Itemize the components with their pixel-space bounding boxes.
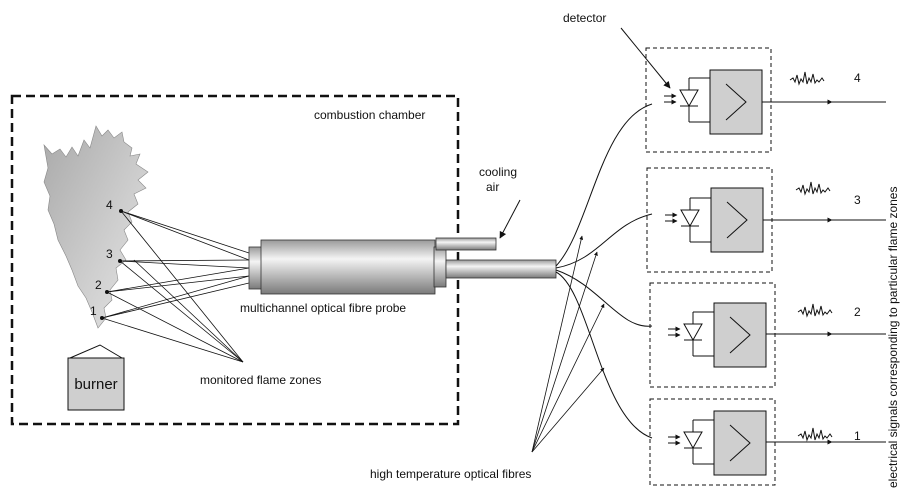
channel-label-1: 1: [854, 429, 861, 443]
viewing-lines: [101, 210, 250, 319]
flame: [43, 125, 149, 329]
cooling-air-arrow: [499, 199, 521, 239]
zone-label-2: 2: [95, 278, 102, 292]
cooling-air-label-line2: air: [486, 180, 499, 194]
cooling-air-inlet: [435, 237, 497, 251]
detector-channel-3: [646, 167, 886, 273]
zone-label-3: 3: [106, 247, 113, 261]
burner-label: burner: [74, 376, 117, 393]
signals-label: electrical signals corresponding to part…: [886, 187, 900, 488]
monitored-zones-label: monitored flame zones: [200, 373, 321, 387]
channel-label-4: 4: [854, 71, 861, 85]
optical-fibres: [555, 103, 653, 439]
detector-channel-2: [649, 282, 886, 388]
zone-label-1: 1: [90, 304, 97, 318]
zone-pointers: [101, 210, 244, 363]
detector-channel-4: [645, 47, 886, 153]
detector-label: detector: [563, 11, 606, 25]
detector-channel-1: [649, 398, 886, 486]
combustion-chamber-label: combustion chamber: [314, 108, 425, 122]
fibre-pointers: [531, 235, 605, 453]
probe-label: multichannel optical fibre probe: [240, 301, 406, 315]
burner-box: [67, 357, 125, 411]
probe-body: [260, 239, 436, 295]
fibres-label: high temperature optical fibres: [370, 467, 531, 481]
probe-rear-cap: [433, 246, 447, 288]
fibre-tube: [445, 259, 557, 279]
zone-label-4: 4: [106, 198, 113, 212]
channel-label-2: 2: [854, 305, 861, 319]
cooling-air-label-line1: cooling: [479, 165, 517, 179]
burner-nozzle: [69, 344, 123, 359]
channel-label-3: 3: [854, 193, 861, 207]
